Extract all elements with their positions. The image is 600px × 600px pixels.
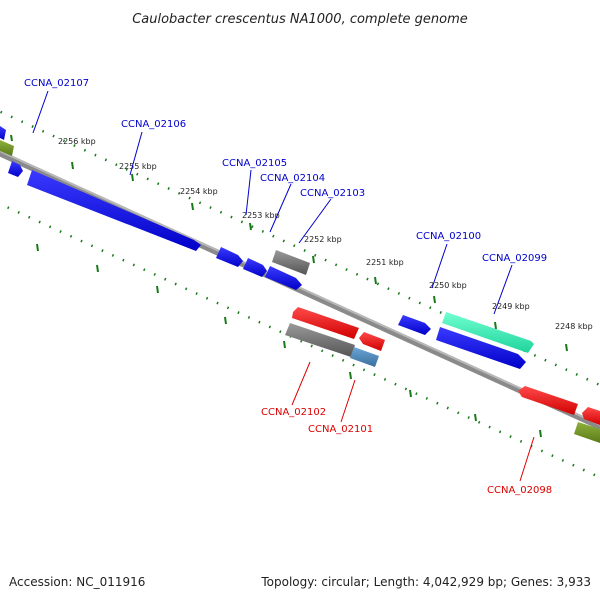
accession-label: Accession: NC_011916 xyxy=(9,575,145,589)
tick-label-2248: 2248 kbp xyxy=(555,322,593,331)
tick-label-2254: 2254 kbp xyxy=(180,187,218,196)
leader-ccna-02102 xyxy=(291,361,311,406)
tick-label-2253: 2253 kbp xyxy=(242,211,280,220)
gene-label-ccna-02098[interactable]: CCNA_02098 xyxy=(487,485,552,496)
leader-ccna-02101 xyxy=(340,379,356,423)
gene-label-ccna-02101[interactable]: CCNA_02101 xyxy=(308,424,373,435)
leader-ccna-02100 xyxy=(431,243,448,289)
gene-label-ccna-02105[interactable]: CCNA_02105 xyxy=(222,158,287,169)
major-ticks-inner xyxy=(36,243,542,438)
forward-features xyxy=(0,126,534,369)
gene-label-ccna-02107[interactable]: CCNA_02107 xyxy=(24,78,89,89)
gene-feature-blue-long[interactable] xyxy=(436,327,526,369)
leader-ccna-02105 xyxy=(245,169,252,216)
tick-label-2255: 2255 kbp xyxy=(119,162,157,171)
gene-label-ccna-02099[interactable]: CCNA_02099 xyxy=(482,253,547,264)
leader-ccna-02099 xyxy=(493,264,513,315)
leader-ccna-02107 xyxy=(32,90,49,134)
gene-feature-ccna-02098[interactable] xyxy=(518,386,578,415)
gene-feature-ccna-02099[interactable] xyxy=(442,312,534,353)
leader-ccna-02103 xyxy=(298,198,332,244)
gene-label-ccna-02104[interactable]: CCNA_02104 xyxy=(260,173,325,184)
gene-feature-red-a[interactable] xyxy=(292,307,359,339)
gene-label-ccna-02106[interactable]: CCNA_02106 xyxy=(121,119,186,130)
gene-feature-ccna-02106[interactable] xyxy=(27,170,201,251)
gene-feature-ccna-02102[interactable] xyxy=(285,323,355,357)
gene-feature-red-edge[interactable] xyxy=(582,407,600,425)
gene-label-ccna-02103[interactable]: CCNA_02103 xyxy=(300,188,365,199)
tick-label-2251: 2251 kbp xyxy=(366,258,404,267)
map-title: Caulobacter crescentus NA1000, complete … xyxy=(132,12,468,27)
leader-ccna-02106 xyxy=(129,131,143,176)
gene-feature-red-b[interactable] xyxy=(359,332,385,351)
genome-summary: Topology: circular; Length: 4,042,929 bp… xyxy=(260,575,591,589)
tick-label-2250: 2250 kbp xyxy=(429,281,467,290)
gene-feature-ccna-02103[interactable] xyxy=(272,250,310,275)
gene-feature-ccna-02101[interactable] xyxy=(350,347,379,367)
gene-feature-olive-left[interactable] xyxy=(0,140,14,156)
gene-feature-ccna-02100-block[interactable] xyxy=(398,315,431,335)
leader-ccna-02098 xyxy=(519,436,535,482)
tick-label-2256: 2256 kbp xyxy=(58,137,96,146)
gene-feature-blue-mid[interactable] xyxy=(265,266,302,290)
tick-label-2249: 2249 kbp xyxy=(492,302,530,311)
leader-ccna-02104 xyxy=(269,183,292,233)
gene-feature-ccna-02105[interactable] xyxy=(216,247,243,267)
major-ticks-outer xyxy=(10,134,568,352)
gene-label-ccna-02100[interactable]: CCNA_02100 xyxy=(416,231,481,242)
gene-feature-olive-right[interactable] xyxy=(574,422,600,443)
gene-label-ccna-02102[interactable]: CCNA_02102 xyxy=(261,407,326,418)
gene-feature-blue-small[interactable] xyxy=(8,161,23,177)
gene-feature-blue-edge[interactable] xyxy=(0,126,6,140)
gene-feature-ccna-02104[interactable] xyxy=(243,258,267,277)
reverse-features xyxy=(285,307,600,443)
tick-label-2252: 2252 kbp xyxy=(304,235,342,244)
